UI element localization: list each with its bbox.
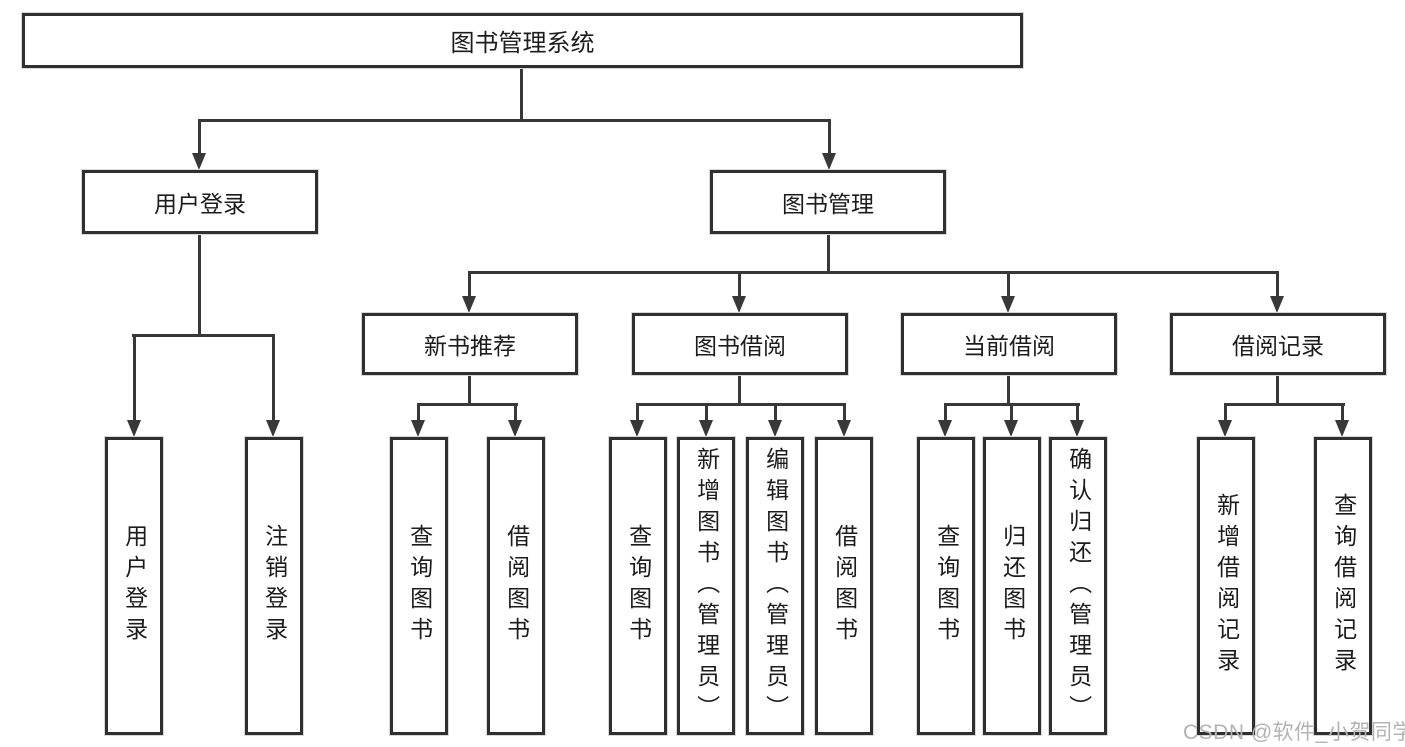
arrow-to-bb-borrow-books bbox=[837, 403, 851, 437]
leaf-bb-borrow-books-label: 借阅图书 bbox=[831, 524, 858, 648]
leaf-bb-add-books-admin-label: 新增图书（管理员） bbox=[693, 446, 720, 726]
node-leaf-cb-query-books: 查询图书 bbox=[917, 437, 975, 735]
node-leaf-br-add-record: 新增借阅记录 bbox=[1197, 437, 1255, 735]
arrow-to-book-management bbox=[822, 119, 836, 170]
node-leaf-nb-query-books: 查询图书 bbox=[390, 437, 448, 735]
leaf-cb-query-books-label: 查询图书 bbox=[933, 524, 960, 648]
connector-br-bar bbox=[1224, 403, 1345, 406]
connector-cb-stem bbox=[1007, 375, 1010, 406]
node-book-management: 图书管理 bbox=[710, 170, 946, 234]
arrow-to-br-add-record bbox=[1218, 403, 1232, 437]
node-leaf-br-query-record: 查询借阅记录 bbox=[1314, 437, 1372, 735]
node-leaf-bb-edit-books-admin: 编辑图书（管理员） bbox=[746, 437, 804, 735]
arrow-to-cb-return-books bbox=[1004, 403, 1018, 437]
node-book-borrow: 图书借阅 bbox=[632, 313, 848, 375]
arrow-to-cb-query-books bbox=[938, 403, 952, 437]
arrow-to-bb-add-books bbox=[699, 403, 713, 437]
connector-bb-bar bbox=[636, 403, 846, 406]
leaf-user-login-label: 用户登录 bbox=[121, 524, 148, 648]
arrow-to-user-login bbox=[192, 119, 206, 170]
arrow-to-bb-query-books bbox=[630, 403, 644, 437]
node-root-library-system: 图书管理系统 bbox=[22, 13, 1023, 68]
csdn-watermark: CSDN @软件_小贺同学 bbox=[1183, 721, 1405, 744]
connector-bb-stem bbox=[738, 375, 741, 406]
arrow-to-cb-confirm-return bbox=[1070, 403, 1084, 437]
connector-nb-bar bbox=[417, 403, 518, 406]
node-leaf-nb-borrow-books: 借阅图书 bbox=[487, 437, 545, 735]
node-user-login: 用户登录 bbox=[82, 170, 318, 234]
node-leaf-bb-query-books: 查询图书 bbox=[609, 437, 667, 735]
connector-br-stem bbox=[1276, 375, 1279, 406]
connector-root-stem bbox=[520, 68, 523, 122]
leaf-br-add-record-label: 新增借阅记录 bbox=[1213, 493, 1240, 679]
node-leaf-bb-add-books-admin: 新增图书（管理员） bbox=[677, 437, 735, 735]
arrow-to-login bbox=[127, 334, 141, 437]
node-current-borrow: 当前借阅 bbox=[901, 313, 1117, 375]
node-leaf-bb-borrow-books: 借阅图书 bbox=[815, 437, 873, 735]
arrow-to-nb-query-books bbox=[411, 403, 425, 437]
leaf-nb-borrow-books-label: 借阅图书 bbox=[503, 524, 530, 648]
connector-nb-stem bbox=[468, 375, 471, 406]
leaf-nb-query-books-label: 查询图书 bbox=[406, 524, 433, 648]
connector-root-bar bbox=[198, 119, 831, 122]
node-leaf-logout: 注销登录 bbox=[245, 437, 303, 735]
leaf-cb-return-books-label: 归还图书 bbox=[999, 524, 1026, 648]
leaf-cb-confirm-return-admin-label: 确认归还（管理员） bbox=[1065, 446, 1092, 726]
connector-book-mgmt-stem bbox=[827, 233, 830, 274]
node-leaf-cb-return-books: 归还图书 bbox=[983, 437, 1041, 735]
node-new-book-recommend: 新书推荐 bbox=[362, 313, 578, 375]
arrow-to-bb-edit-books bbox=[768, 403, 782, 437]
arrow-to-br-query-record bbox=[1335, 403, 1349, 437]
connector-book-mgmt-bar bbox=[468, 271, 1279, 274]
arrow-to-nb-borrow-books bbox=[508, 403, 522, 437]
arrow-to-logout bbox=[266, 334, 280, 437]
leaf-br-query-record-label: 查询借阅记录 bbox=[1330, 493, 1357, 679]
leaf-logout-label: 注销登录 bbox=[261, 524, 288, 648]
node-leaf-user-login: 用户登录 bbox=[105, 437, 163, 735]
arrow-to-new-book-recommend bbox=[462, 271, 476, 313]
arrow-to-book-borrow bbox=[732, 271, 746, 313]
arrow-to-borrow-records bbox=[1270, 271, 1284, 313]
leaf-bb-query-books-label: 查询图书 bbox=[625, 524, 652, 648]
connector-user-login-stem bbox=[198, 233, 201, 337]
arrow-to-current-borrow bbox=[1001, 271, 1015, 313]
connector-user-login-bar bbox=[132, 334, 275, 337]
leaf-bb-edit-books-admin-label: 编辑图书（管理员） bbox=[762, 446, 789, 726]
node-leaf-cb-confirm-return-admin: 确认归还（管理员） bbox=[1049, 437, 1107, 735]
node-borrow-records: 借阅记录 bbox=[1170, 313, 1386, 375]
